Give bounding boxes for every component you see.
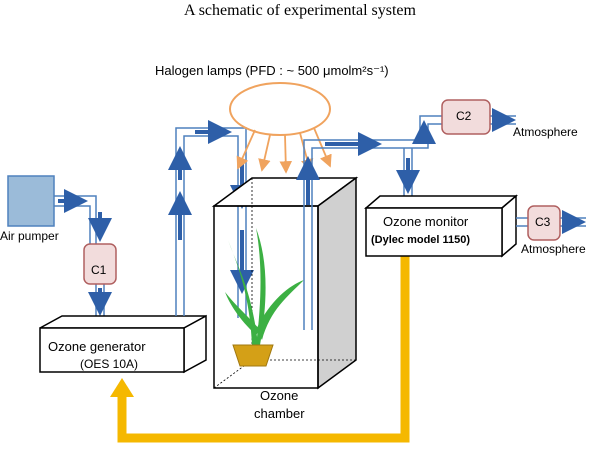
return-line	[110, 255, 410, 443]
ozone-generator-label: Ozone generator	[48, 339, 146, 354]
halogen-lamp	[229, 82, 331, 136]
chamber-label-line1: Ozone	[260, 388, 299, 403]
air-pumper-label: Air pumper	[0, 229, 59, 243]
diagram-title: A schematic of experimental system	[184, 2, 416, 19]
plant-icon	[225, 228, 304, 367]
ozone-chamber	[211, 176, 359, 390]
chamber-inlet-arrows	[168, 120, 254, 294]
filter-c2	[441, 99, 491, 135]
filter-c3	[527, 205, 561, 241]
filter-c1-label: C1	[91, 263, 107, 277]
atmosphere-top-label: Atmosphere	[513, 125, 578, 139]
chamber-inlet-tube	[175, 127, 247, 318]
lamp-label: Halogen lamps (PFD : ~ 500 μmolm²s⁻¹)	[155, 63, 389, 78]
ozone-monitor	[363, 194, 519, 258]
filter-c1	[83, 243, 117, 285]
filter-c2-label: C2	[456, 109, 472, 123]
lamp-rays	[236, 127, 332, 174]
chamber-label-line2: chamber	[254, 406, 305, 421]
ozone-generator	[39, 314, 207, 374]
ozone-monitor-label: Ozone monitor	[383, 214, 469, 229]
air-pumper	[7, 175, 55, 227]
outlet-arrows	[296, 108, 516, 205]
atmosphere-right-label: Atmosphere	[521, 242, 586, 256]
ozone-generator-model: (OES 10A)	[80, 357, 139, 371]
ozone-monitor-model: (Dylec model 1150)	[371, 234, 471, 246]
inlet-arrows	[58, 189, 112, 316]
filter-c3-label: C3	[535, 215, 551, 229]
